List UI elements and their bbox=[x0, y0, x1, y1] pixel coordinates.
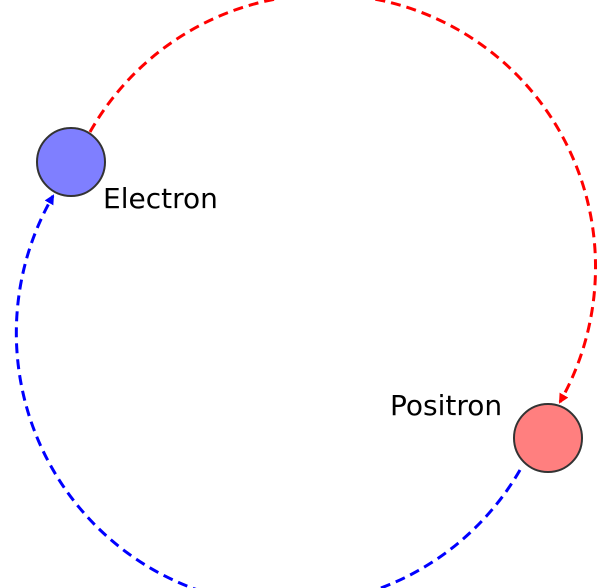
electron-label: Electron bbox=[103, 182, 218, 215]
positron-label: Positron bbox=[390, 389, 502, 422]
electron-particle bbox=[36, 127, 106, 197]
path-electron-to-positron bbox=[88, 0, 597, 404]
positron-particle bbox=[513, 403, 583, 473]
path-positron-to-electron bbox=[14, 194, 522, 588]
